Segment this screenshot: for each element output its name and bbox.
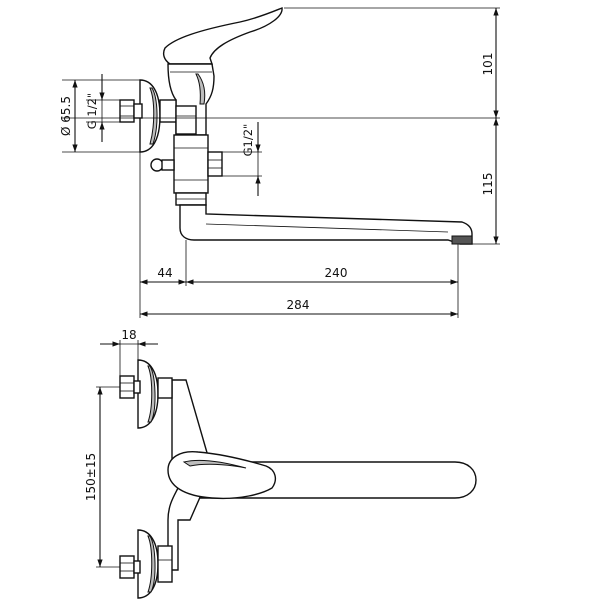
dim-44-label: 44	[157, 266, 172, 280]
top-view	[119, 359, 477, 599]
dim-115-label: 115	[481, 173, 495, 196]
dim-18-label: 18	[121, 328, 136, 342]
diverter-knob	[150, 158, 164, 172]
dim-240-label: 240	[325, 266, 348, 280]
dim-101-label: 101	[481, 53, 495, 76]
lever-top	[167, 451, 277, 500]
dim-diameter-label: Ø 65.5	[59, 96, 73, 136]
valve-body	[173, 134, 209, 194]
lever-handle	[162, 7, 283, 65]
top-view-dimensions: 18 150±15	[84, 328, 158, 568]
outlet-nut	[207, 151, 223, 177]
upper-inlet-nut	[119, 375, 135, 399]
inlet-nut	[119, 99, 135, 123]
dim-284-label: 284	[287, 298, 310, 312]
dim-outlet-thread-label: G1/2"	[241, 124, 255, 157]
dim-inlet-thread-label: G 1/2"	[85, 93, 99, 129]
dim-center-distance-label: 150±15	[84, 453, 98, 501]
lower-inlet-nut	[119, 555, 135, 579]
side-view-dimensions: 101 115 Ø 65.5 G 1/2" G1/2" 44 240	[59, 7, 500, 318]
side-view	[119, 7, 473, 245]
